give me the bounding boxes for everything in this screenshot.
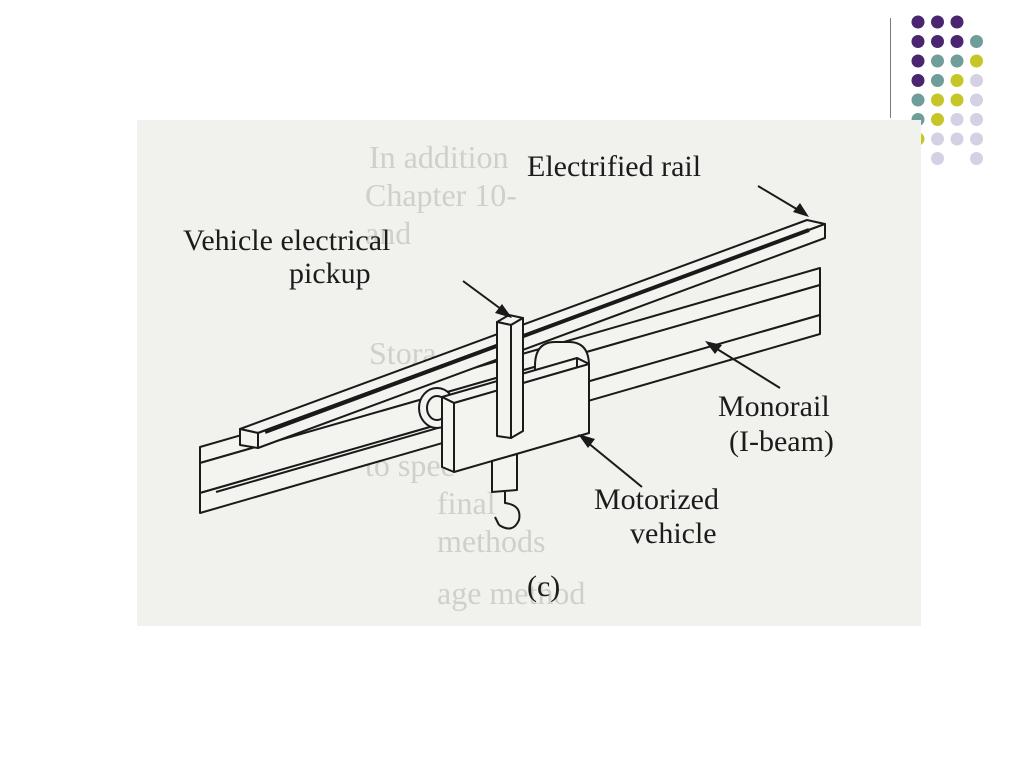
decorative-dot: [950, 132, 964, 146]
decorative-dot: [970, 152, 983, 165]
bleed-through-line: Chapter 10-: [365, 177, 517, 213]
decorative-dot: [970, 35, 983, 48]
bleed-through-line: and: [365, 215, 411, 251]
decorative-dot: [931, 93, 944, 107]
pickup-label-line1: Vehicle electrical: [183, 224, 390, 257]
decorative-dot: [970, 93, 983, 107]
decorative-dot: [931, 113, 944, 126]
bleed-through-line: In addition: [369, 139, 509, 175]
monorail-label-line1: Monorail: [718, 390, 830, 423]
bleed-through-line: age method: [437, 575, 585, 611]
decorative-dot: [931, 132, 944, 146]
vehicle-label-line1: Motorized: [594, 483, 719, 516]
decorative-dot: [931, 35, 944, 48]
decorative-dot: [950, 113, 964, 126]
decorative-dot: [931, 74, 944, 87]
decorative-dot: [931, 152, 944, 165]
leader-arrows: [462, 185, 809, 488]
decorative-dot: [911, 74, 925, 87]
monorail-label-line2: (I-beam): [729, 425, 834, 458]
electrical-pickup: [496, 314, 524, 439]
vertical-divider: [890, 18, 891, 118]
decorative-dot: [911, 15, 925, 29]
decorative-dot: [950, 93, 964, 107]
conductor-strip: [264, 228, 810, 434]
figure-caption: (c): [527, 570, 560, 603]
decorative-dot: [950, 15, 964, 29]
decorative-dot: [911, 93, 925, 107]
monorail-diagram: In addition Chapter 10- and Stora to spe…: [183, 139, 834, 611]
decorative-dot: [950, 35, 964, 48]
decorative-dot: [970, 54, 983, 68]
decorative-dot: [950, 74, 964, 87]
decorative-dot: [970, 132, 983, 146]
electrified-rail: [239, 219, 826, 449]
decorative-dot: [970, 113, 983, 126]
electrified-rail-label: Electrified rail: [527, 150, 701, 183]
decorative-dot: [931, 15, 944, 29]
decorative-dot: [911, 35, 925, 48]
scanned-figure: In addition Chapter 10- and Stora to spe…: [137, 120, 921, 626]
decorative-dot: [950, 54, 964, 68]
bleed-through-line: methods: [437, 523, 545, 559]
pickup-label-line2: pickup: [289, 257, 371, 290]
decorative-dot: [931, 54, 944, 68]
vehicle-label-line2: vehicle: [630, 517, 717, 550]
bleed-through-line: final: [437, 485, 496, 521]
decorative-dot: [970, 74, 983, 87]
decorative-dot: [911, 54, 925, 68]
